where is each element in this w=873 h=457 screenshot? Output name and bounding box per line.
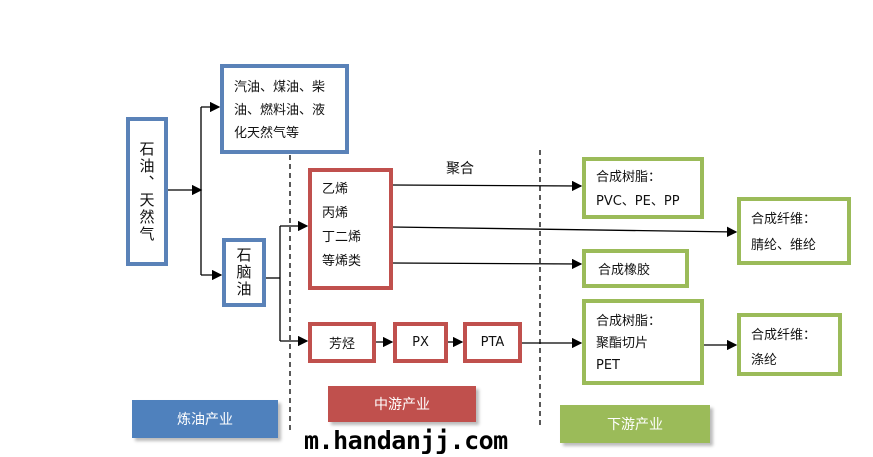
arrow — [391, 180, 583, 192]
node-crude: 石油、天然气 — [126, 117, 168, 266]
watermark: m.handanjj.com — [304, 426, 508, 455]
stage-midstream: 中游产业 — [328, 386, 476, 422]
arrow — [391, 258, 583, 270]
edge-label-polymerization: 聚合 — [446, 161, 474, 177]
node-naphtha: 石脑油 — [222, 238, 266, 307]
stage-refining: 炼油产业 — [132, 400, 278, 438]
node-fiber-2: 合成纤维： 涤纶 — [737, 313, 842, 376]
node-resin-2: 合成树脂： 聚酯切片 PET — [582, 299, 704, 385]
node-olefins: 乙烯 丙烯 丁二烯 等烯类 — [308, 168, 393, 290]
arrow — [391, 226, 738, 238]
node-rubber: 合成橡胶 — [582, 249, 689, 288]
node-aromatics: 芳烃 — [308, 322, 376, 363]
node-label: 石油、天然气 — [137, 140, 156, 243]
node-resin-1: 合成树脂： PVC、PE、PP — [582, 157, 704, 219]
stage-downstream: 下游产业 — [560, 405, 710, 443]
node-label: 石脑油 — [234, 247, 253, 298]
node-fuels: 汽油、煤油、柴 油、燃料油、液 化天然气等 — [220, 64, 349, 154]
node-px: PX — [393, 322, 448, 363]
node-fiber-1: 合成纤维： 腈纶、维纶 — [737, 197, 851, 265]
node-pta: PTA — [463, 322, 522, 363]
